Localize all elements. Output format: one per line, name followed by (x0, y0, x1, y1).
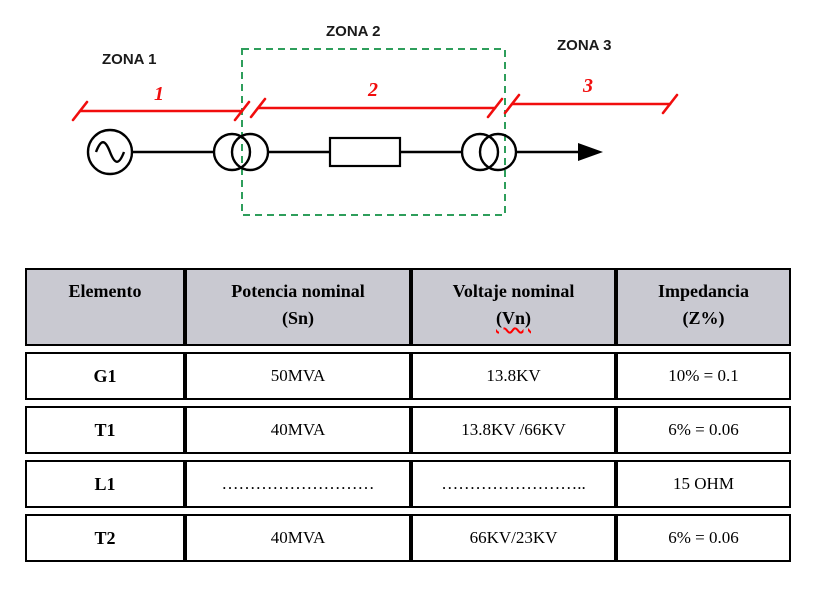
one-line-diagram: ZONA 1 ZONA 2 ZONA 3 (30, 12, 760, 255)
zone1-label: ZONA 1 (102, 51, 156, 68)
zone-span-numbers: 1 2 3 (154, 75, 593, 105)
table-row-l1: L1 ……………………… …………………….. 15 OHM (25, 460, 791, 508)
table-header-row: Elemento Potencia nominal (Sn) Voltaje n… (25, 268, 791, 346)
cell-l1-voltaje: …………………….. (411, 460, 616, 508)
table-row-t1: T1 40MVA 13.8KV /66KV 6% = 0.06 (25, 406, 791, 454)
table-row-g1: G1 50MVA 13.8KV 10% = 0.1 (25, 352, 791, 400)
header-voltaje-text: Voltaje nominal (452, 281, 575, 301)
generator-sine-icon (94, 141, 126, 163)
cell-t1-voltaje: 13.8KV /66KV (411, 406, 616, 454)
cell-t1-elemento: T1 (25, 406, 185, 454)
header-voltaje: Voltaje nominal (Vn) (411, 268, 616, 346)
zone2-span-marker (249, 97, 504, 119)
load-arrow-icon (578, 143, 603, 161)
zone1-number: 1 (154, 83, 164, 105)
cell-l1-impedancia: 15 OHM (616, 460, 791, 508)
header-impedancia-text: Impedancia (657, 281, 749, 301)
cell-l1-elemento: L1 (25, 460, 185, 508)
cell-t2-elemento: T2 (25, 514, 185, 562)
zone2-label: ZONA 2 (326, 23, 380, 40)
header-elemento: Elemento (25, 268, 185, 346)
header-elemento-text: Elemento (68, 281, 142, 301)
cell-t2-potencia: 40MVA (185, 514, 411, 562)
cell-g1-elemento: G1 (25, 352, 185, 400)
cell-t1-impedancia: 6% = 0.06 (616, 406, 791, 454)
zone1-span-marker (71, 100, 251, 122)
cell-l1-potencia: ……………………… (185, 460, 411, 508)
one-line-diagram-svg: ZONA 1 ZONA 2 ZONA 3 (71, 23, 679, 216)
cell-g1-potencia: 50MVA (185, 352, 411, 400)
header-impedancia-sub: (Z%) (682, 308, 725, 328)
zone2-boundary-box (241, 48, 506, 216)
cell-t1-potencia: 40MVA (185, 406, 411, 454)
t2-secondary-circle (478, 132, 518, 172)
cell-g1-voltaje: 13.8KV (411, 352, 616, 400)
table-row-t2: T2 40MVA 66KV/23KV 6% = 0.06 (25, 514, 791, 562)
zone-span-markers (71, 93, 679, 122)
generator-symbol (86, 128, 134, 176)
zone3-number: 3 (582, 75, 593, 97)
zone3-span-marker (503, 93, 679, 115)
zone3-label: ZONA 3 (557, 37, 611, 54)
t1-primary-circle (212, 132, 252, 172)
header-potencia-text: Potencia nominal (231, 281, 365, 301)
header-voltaje-sub: (Vn) (496, 308, 531, 328)
transformer-t2-symbol (460, 132, 518, 172)
header-potencia-sub: (Sn) (281, 308, 314, 328)
zone2-number: 2 (367, 79, 378, 101)
header-potencia: Potencia nominal (Sn) (185, 268, 411, 346)
transformer-t1-symbol (212, 132, 270, 172)
cell-t2-voltaje: 66KV/23KV (411, 514, 616, 562)
elements-table: Elemento Potencia nominal (Sn) Voltaje n… (25, 262, 791, 568)
cell-g1-impedancia: 10% = 0.1 (616, 352, 791, 400)
line-impedance-box (328, 136, 402, 168)
t2-primary-circle (460, 132, 500, 172)
header-impedancia: Impedancia (Z%) (616, 268, 791, 346)
cell-t2-impedancia: 6% = 0.06 (616, 514, 791, 562)
t1-secondary-circle (230, 132, 270, 172)
